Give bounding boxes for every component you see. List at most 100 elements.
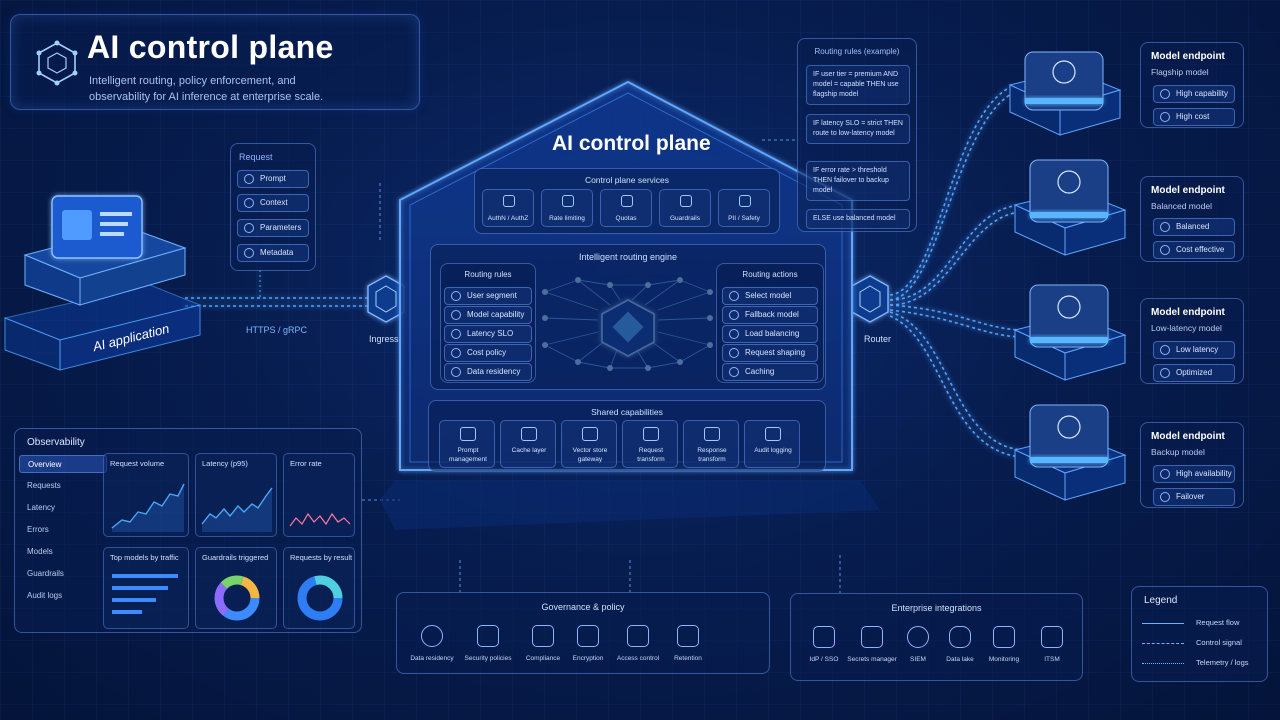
integration-item: ITSM [1021,626,1083,664]
request-item-prompt: Prompt [237,170,309,188]
routing-action-icon [729,348,739,358]
governance-item-label: Encryption [572,655,604,662]
service-label: AuthN / AuthZ [487,215,529,222]
observability-title: Observability [27,437,85,448]
shared-capability-tile: Request transform [622,420,678,468]
service-tile: AuthN / AuthZ [482,189,534,227]
endpoint-tag: High availability [1153,465,1235,483]
routing-example-title: Routing rules (example) [814,47,900,56]
widget-guardrails-triggered: Guardrails triggered [195,547,277,629]
governance-title: Governance & policy [541,602,625,612]
routing-action-icon [729,310,739,320]
service-tile: Quotas [600,189,652,227]
governance-item-label: Compliance [525,655,561,662]
enterprise-integrations-panel: Enterprise integrations IdP / SSO Secret… [790,593,1083,681]
governance-item: Data residency [401,625,463,663]
optimized-icon [1160,368,1170,378]
obs-nav-overview[interactable]: Overview [19,455,107,473]
governance-item: Compliance [512,625,574,663]
service-label: PII / Safety [728,215,760,222]
control-plane-title: AI control plane [552,132,711,155]
shield-icon [477,625,499,647]
cost-effective-icon [1160,245,1170,255]
capability-icon [582,427,598,441]
integration-item: Monitoring [973,626,1035,664]
capability-icon [704,427,720,441]
shared-capability-tile: Audit logging [744,420,800,468]
governance-item-label: Security policies [464,655,512,662]
obs-nav-models[interactable]: Models [27,547,53,556]
governance-item: Encryption [557,625,619,663]
service-label: Guardrails [670,215,700,222]
integration-item-label: IdP / SSO [809,656,839,663]
routing-action-label: Select model [745,291,792,300]
widget-requests-by-result: Requests by result [283,547,355,629]
obs-nav-audit-logs[interactable]: Audit logs [27,591,63,600]
routing-rule-label: User segment [467,291,517,300]
governance-item: Security policies [457,625,519,663]
routing-example-rule: IF user tier = premium AND model = capab… [806,65,910,105]
routing-action: Fallback model [722,306,818,324]
service-tile: PII / Safety [718,189,770,227]
endpoint-tag: Cost effective [1153,241,1235,259]
routing-rule: Model capability [444,306,532,324]
routing-rule-icon [451,348,461,358]
integration-item-label: ITSM [1044,656,1060,663]
capability-icon [521,427,537,441]
endpoint-title: Model endpoint [1151,185,1225,196]
guardrails-donut [214,575,260,621]
routing-rule-label: Model capability [467,310,525,319]
endpoint-title: Model endpoint [1151,307,1225,318]
routing-rule: Data residency [444,363,532,381]
widget-top-models: Top models by traffic [103,547,189,629]
routing-action-label: Fallback model [745,310,799,319]
capability-label: Vector store gateway [572,447,608,463]
capability-label: Prompt management [449,447,487,463]
request-item-label: Metadata [260,248,294,257]
service-label: Quotas [615,215,637,222]
service-icon [562,195,574,207]
shared-title: Shared capabilities [591,407,663,417]
routing-rule-icon [451,291,461,301]
endpoint-name: Low-latency model [1151,323,1222,333]
metadata-icon [244,248,254,258]
governance-item-label: Retention [674,655,702,662]
routing-action: Request shaping [722,344,818,362]
request-item-context: Context [237,194,309,212]
widget-title: Guardrails triggered [202,553,269,562]
capability-icon [1160,89,1170,99]
routing-rule-icon [451,310,461,320]
capability-icon [765,427,781,441]
widget-latency: Latency (p95) [195,453,277,537]
endpoint-title: Model endpoint [1151,51,1225,62]
shared-capability-tile: Response transform [683,420,739,468]
request-volume-sparkline [111,483,185,532]
legend-item-control-signal: Control signal [1142,637,1262,649]
routing-action: Select model [722,287,818,305]
obs-nav-errors[interactable]: Errors [27,525,49,534]
endpoint-tag-label: Balanced [1176,222,1210,231]
obs-nav-latency[interactable]: Latency [27,503,56,512]
governance-panel: Governance & policy Data residency Secur… [396,592,770,674]
integration-item-label: SIEM [910,656,926,663]
solid-line-swatch [1142,623,1184,624]
request-item-label: Parameters [260,223,302,232]
endpoint-tag: Balanced [1153,218,1235,236]
ingress-label: Ingress [369,334,399,344]
obs-nav-requests[interactable]: Requests [27,481,61,490]
obs-nav-guardrails[interactable]: Guardrails [27,569,64,578]
routing-action-label: Request shaping [745,348,806,357]
requests-by-result-donut [297,575,343,621]
legend-label: Telemetry / logs [1196,658,1249,667]
routing-engine-title: Intelligent routing engine [578,252,678,262]
routing-rule-icon [451,329,461,339]
routing-example-rule: IF latency SLO = strict THEN route to lo… [806,114,910,144]
endpoint-tag-label: High cost [1176,112,1210,121]
integration-item: IdP / SSO [793,626,855,664]
globe-icon [421,625,443,647]
latency-icon [1160,345,1170,355]
radar-icon [907,626,929,648]
capability-label: Request transform [637,447,665,463]
service-icon [680,195,692,207]
widget-error-rate: Error rate [283,453,355,537]
